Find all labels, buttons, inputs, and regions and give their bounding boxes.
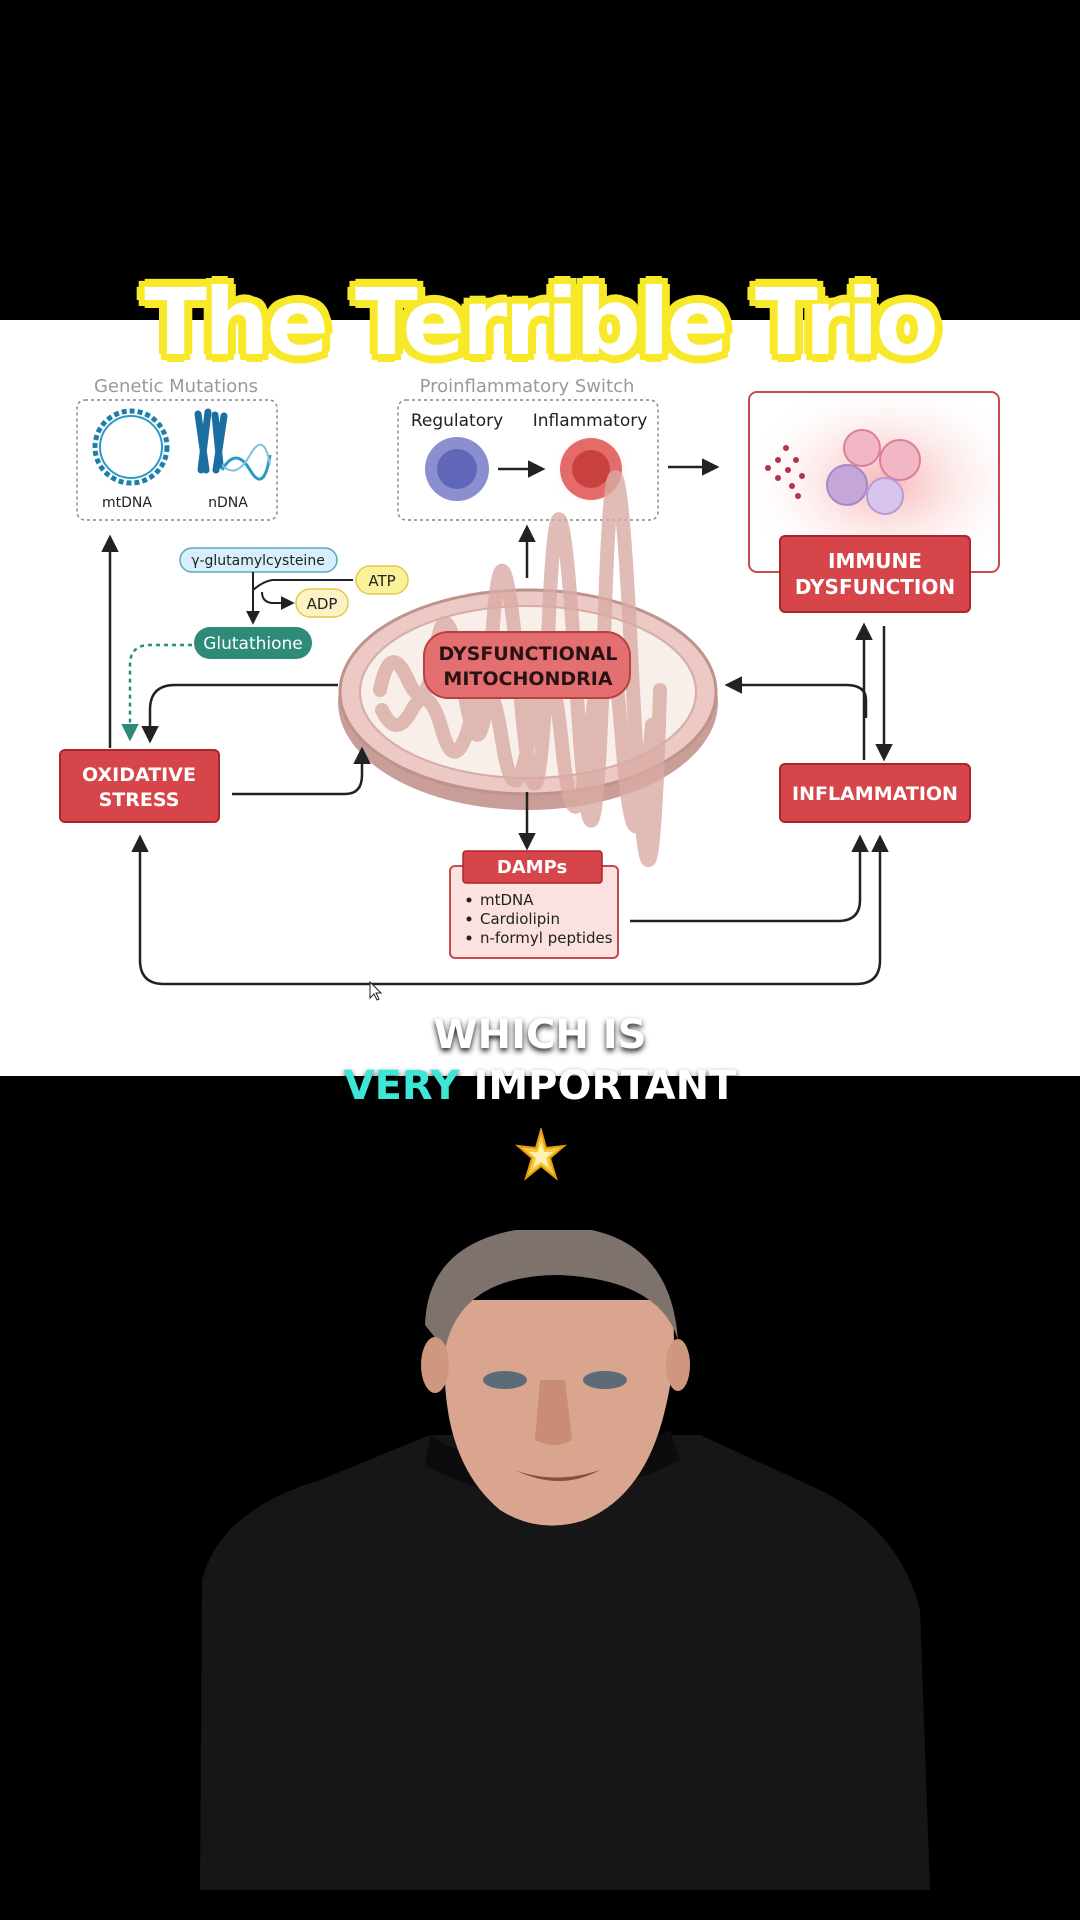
oxidative-stress-line1: OXIDATIVE bbox=[82, 764, 196, 786]
inflammatory-label: Inflammatory bbox=[533, 411, 648, 431]
immune-dysfunction-box bbox=[779, 535, 971, 613]
atp-label: ATP bbox=[368, 572, 395, 590]
genetic-mutations-title: Genetic Mutations bbox=[94, 376, 258, 397]
atp-branch-line bbox=[252, 579, 353, 591]
video-title: The Terrible Trio bbox=[142, 267, 940, 378]
genetic-mutations-box bbox=[76, 399, 278, 521]
damps-to-inflammation-arrow bbox=[630, 834, 869, 923]
mito-label-box bbox=[423, 631, 631, 699]
atp-pill bbox=[355, 565, 409, 595]
regulatory-label: Regulatory bbox=[411, 411, 503, 431]
caption-rest: IMPORTANT bbox=[473, 1063, 737, 1109]
caption-highlight: VERY bbox=[343, 1063, 460, 1109]
presenter-video bbox=[200, 1230, 930, 1890]
diagram-panel: Genetic Mutations mtDNA nDNA Proinflamma… bbox=[0, 320, 1080, 1076]
bottom-loop-arrow bbox=[131, 834, 889, 986]
damps-bullet bbox=[466, 935, 472, 941]
damps-bullet bbox=[466, 916, 472, 922]
inflammation-box bbox=[779, 763, 971, 823]
adp-branch-line bbox=[261, 591, 295, 610]
damps-title: DAMPs bbox=[497, 857, 567, 878]
mito-line2: MITOCHONDRIA bbox=[443, 668, 612, 690]
adp-label: ADP bbox=[307, 595, 338, 613]
caption-line-1: WHICH IS bbox=[433, 1012, 647, 1058]
glutamyl-pill bbox=[179, 547, 338, 573]
inflammation-label: INFLAMMATION bbox=[792, 783, 958, 805]
inflammation-to-mito-arrow bbox=[724, 676, 868, 718]
mito-line1: DYSFUNCTIONAL bbox=[439, 643, 618, 665]
oxidative-stress-box bbox=[59, 749, 220, 823]
immune-dysfunction-line1: IMMUNE bbox=[828, 549, 922, 573]
mtdna-icon bbox=[92, 408, 170, 486]
oxidative-to-mito-arrow bbox=[232, 746, 371, 796]
adp-pill bbox=[295, 588, 349, 618]
oxidative-stress-line2: STRESS bbox=[99, 789, 180, 811]
regulatory-cell-icon bbox=[425, 437, 489, 501]
proinflammatory-switch-title: Proinflammatory Switch bbox=[420, 376, 635, 397]
mtdna-label: mtDNA bbox=[102, 495, 152, 511]
immune-cells-icon bbox=[765, 429, 921, 515]
glutathione-inhibit-arrow bbox=[121, 643, 192, 742]
glutathione-label: Glutathione bbox=[203, 634, 303, 654]
mito-to-oxidative-arrow bbox=[141, 683, 338, 744]
damps-item-2: Cardiolipin bbox=[480, 910, 560, 928]
damps-bullet bbox=[466, 897, 472, 903]
mitochondria-diagram: Genetic Mutations mtDNA nDNA Proinflamma… bbox=[59, 376, 1000, 1001]
ndna-icon bbox=[194, 408, 272, 481]
ndna-label: nDNA bbox=[208, 495, 248, 511]
glutathione-pill bbox=[194, 627, 312, 659]
proinflammatory-switch-box bbox=[397, 399, 659, 521]
damps-item-1: mtDNA bbox=[480, 891, 534, 909]
sparkle-icon bbox=[514, 1128, 568, 1181]
presenter-head bbox=[421, 1230, 690, 1526]
glutamyl-label: γ-glutamylcysteine bbox=[191, 553, 325, 569]
caption-line-2: VERY IMPORTANT bbox=[0, 1063, 1080, 1109]
damps-item-3: n-formyl peptides bbox=[480, 929, 613, 947]
immune-dysfunction-line2: DYSFUNCTION bbox=[795, 575, 955, 599]
mouse-cursor-icon bbox=[369, 980, 383, 1001]
